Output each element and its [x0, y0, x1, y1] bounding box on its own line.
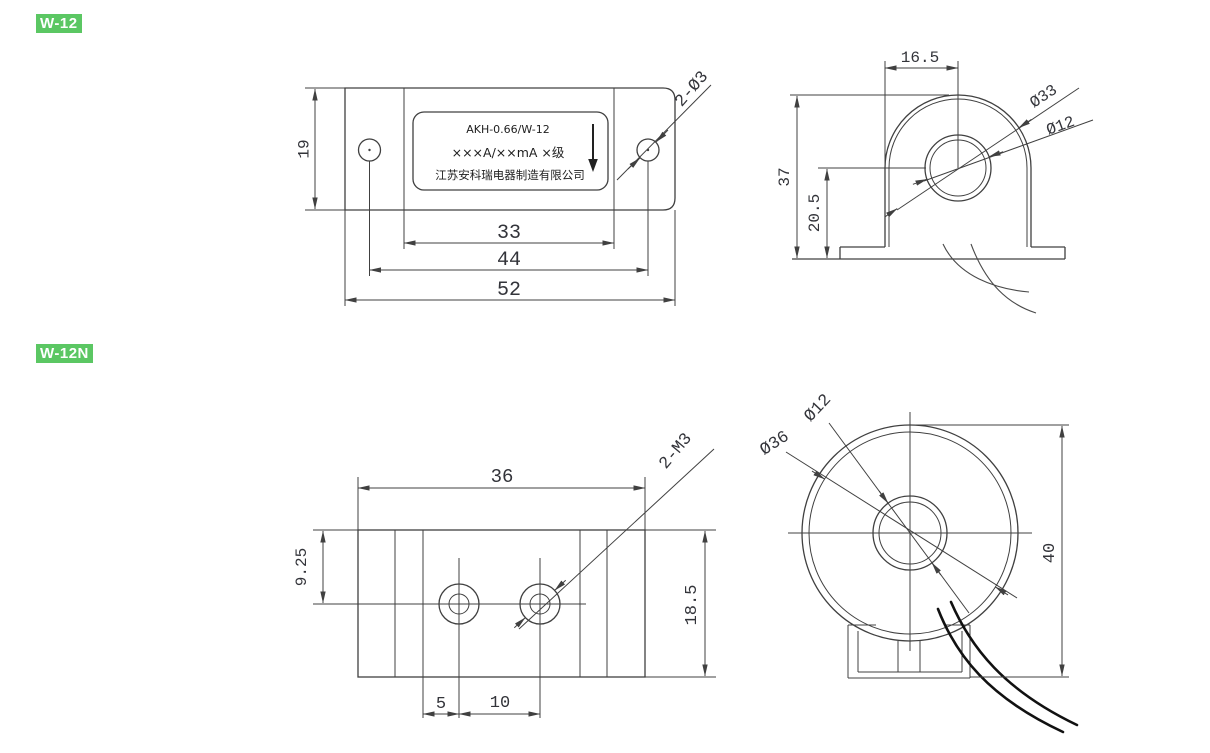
screw-hole-leader-arrow-lower	[513, 617, 526, 629]
current-direction-arrowhead	[588, 159, 598, 172]
dim-label-width: 36	[491, 466, 514, 488]
label-round-outer-dia-d36: Ø36	[757, 428, 793, 461]
w12-side-wire-1	[942, 243, 1030, 293]
w12n-wire-2	[949, 600, 1079, 727]
w12n-wire-1	[936, 607, 1065, 734]
label-round-hole-dia-d12: Ø12	[801, 391, 836, 426]
dim-label-edge-to-hole: 5	[436, 695, 446, 714]
w12n-hole-centerlines	[313, 558, 586, 718]
dim-label-total-height: 37	[776, 167, 794, 186]
dim-label-hole-center-height: 20.5	[806, 194, 824, 232]
w12-side-extension-lines	[790, 61, 959, 169]
round-outer-dia-arrow-upper	[811, 470, 826, 480]
label-screw-holes-2m3: 2-M3	[656, 430, 697, 473]
dim-label-center-offset: 16.5	[901, 49, 939, 67]
w12-front-view: AKH-0.66/W-12 ×××A/××mA ×级 江苏安科瑞电器制造有限公司…	[296, 68, 713, 306]
w12n-round-view: Ø12 Ø36 40	[757, 391, 1079, 734]
outer-dia-leader-line	[896, 87, 1080, 211]
dim-label-hole-spacing: 10	[490, 694, 510, 713]
label-hole-diameter-d12: Ø12	[1044, 113, 1077, 140]
dim-label-height: 19	[296, 139, 314, 158]
w12-side-view: 16.5 37 20.5 Ø33 Ø12	[776, 49, 1094, 314]
nameplate-rating-text: ×××A/××mA ×级	[452, 145, 565, 160]
outer-dia-arrow-lower	[884, 208, 898, 218]
round-outer-dia-leader	[785, 451, 1018, 599]
screw-hole-leader-arrow-upper	[554, 579, 567, 591]
mount-hole-leader-arrow-lower	[627, 157, 641, 170]
round-hole-dia-leader	[828, 422, 970, 614]
w12-side-base-flange	[792, 246, 1066, 260]
round-outer-dia-arrow-lower	[994, 586, 1009, 596]
w12n-centerlines	[788, 412, 1032, 651]
round-hole-dia-arrow-upper	[878, 490, 889, 504]
hole-dia-arrow-upper	[988, 150, 1004, 158]
nameplate	[412, 111, 609, 191]
w12-model-badge: W-12	[36, 14, 82, 33]
dim-label-slot-width: 33	[497, 222, 521, 245]
w12n-model-badge: W-12N	[36, 344, 93, 363]
w12-extension-lines	[305, 87, 676, 306]
dim-label-height: 18.5	[683, 585, 702, 626]
hole-dia-arrow-lower	[912, 178, 928, 186]
label-outer-diameter-d33: Ø33	[1027, 81, 1061, 112]
nameplate-manufacturer-text: 江苏安科瑞电器制造有限公司	[435, 168, 585, 182]
w12n-extension-lines	[916, 424, 1069, 678]
w12n-extension-lines	[313, 477, 716, 718]
nameplate-model-text: AKH-0.66/W-12	[466, 123, 550, 136]
round-hole-dia-arrow-lower	[931, 562, 942, 576]
mount-hole-leader-arrow-upper	[655, 129, 669, 143]
w12n-front-view: 36 9.25 18.5 5 10 2-M3	[293, 430, 716, 718]
outer-dia-arrow-upper	[1018, 118, 1032, 129]
screw-hole-leader-line	[518, 448, 715, 630]
w12-side-wire-2	[970, 243, 1037, 314]
dim-label-hole-spacing: 44	[497, 249, 521, 272]
w12-hole-left-center-mark	[368, 148, 371, 152]
w12-body-outline	[344, 87, 676, 211]
dim-label-round-height: 40	[1041, 543, 1060, 563]
w12-body-rib-lines	[403, 88, 615, 210]
dim-label-hole-top: 9.25	[293, 548, 311, 586]
w12n-base-bracket	[847, 624, 971, 679]
hole-dia-leader-line	[923, 119, 1094, 182]
dim-label-total-width: 52	[497, 279, 521, 302]
